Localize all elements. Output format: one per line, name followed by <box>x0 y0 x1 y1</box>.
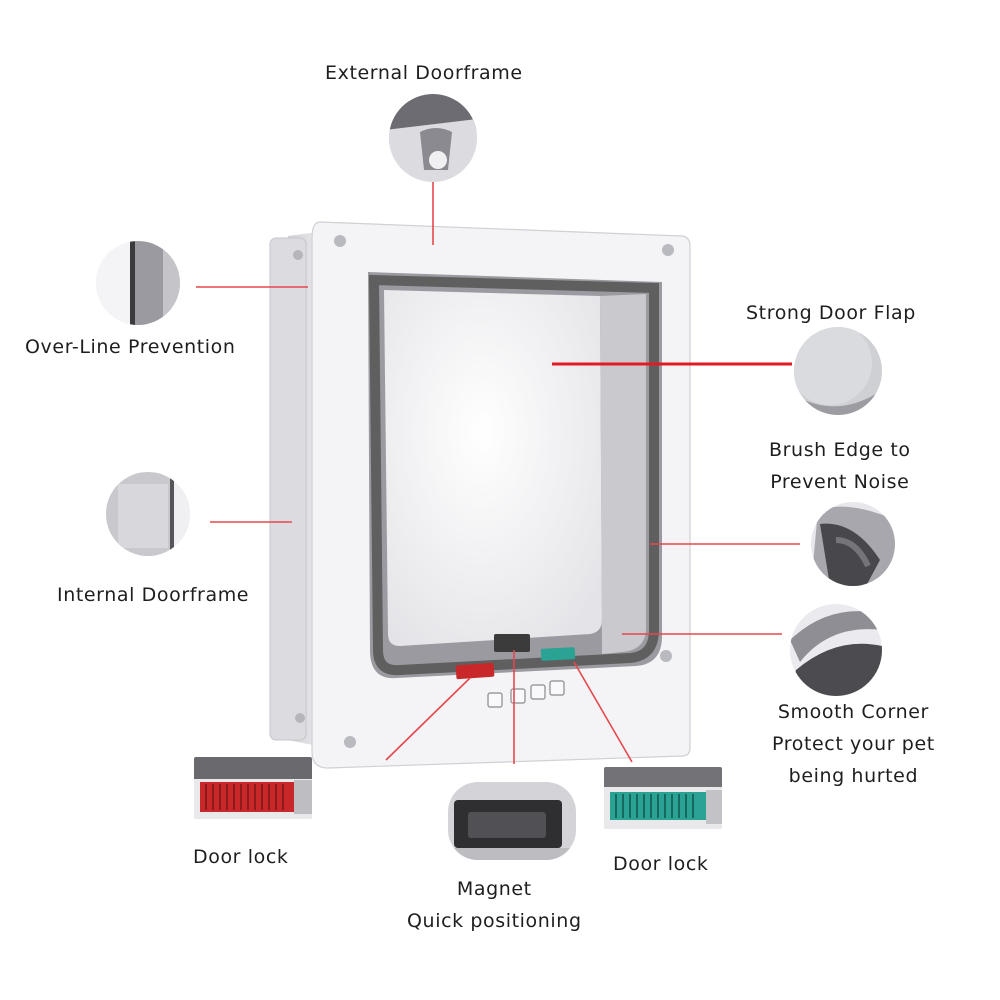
door-flap <box>384 290 602 646</box>
label-internal-doorframe: Internal Doorframe <box>57 584 250 606</box>
detail-magnet <box>448 782 576 860</box>
door-lock-red <box>455 662 495 680</box>
detail-external-doorframe <box>389 94 477 182</box>
detail-door-lock-left <box>194 757 312 819</box>
screw-hole <box>660 650 672 662</box>
screw-hole <box>334 235 346 247</box>
detail-door-lock-right <box>604 767 722 829</box>
label-magnet: Magnet Quick positioning <box>407 878 582 932</box>
door-lock-teal <box>540 647 576 661</box>
cat-flap-door <box>269 221 691 769</box>
detail-brush-edge <box>811 502 895 586</box>
label-door-lock-right: Door lock <box>613 853 709 875</box>
label-brush-edge: Brush Edge to Prevent Noise <box>769 439 911 493</box>
leader-door-lock-left <box>385 677 471 761</box>
label-door-lock-left: Door lock <box>193 846 289 868</box>
label-over-line-prevention: Over-Line Prevention <box>25 336 236 358</box>
detail-over-line-prevention <box>96 241 180 325</box>
label-smooth-corner: Smooth Corner Protect your pet being hur… <box>772 701 935 787</box>
leader-lines <box>196 182 800 764</box>
detail-smooth-corner <box>790 604 882 696</box>
magnet <box>494 634 530 652</box>
leader-door-lock-right <box>573 661 633 763</box>
screw-hole <box>662 244 674 256</box>
detail-strong-door-flap <box>794 327 882 415</box>
detail-internal-doorframe <box>106 472 190 556</box>
lock-mode-icons <box>487 680 565 708</box>
brush-edge <box>368 274 659 676</box>
label-external-doorframe: External Doorframe <box>325 62 523 84</box>
screw-hole <box>344 736 356 748</box>
label-strong-door-flap: Strong Door Flap <box>746 302 916 324</box>
